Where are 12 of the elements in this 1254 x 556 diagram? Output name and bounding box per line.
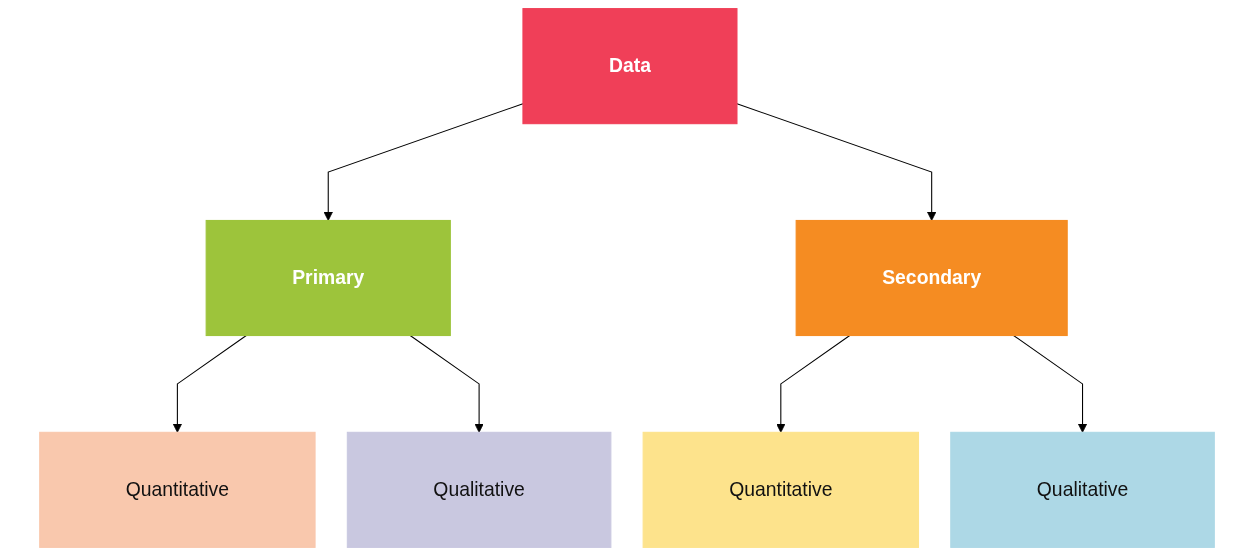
node-box: Qualitative [346,431,612,548]
arrow [172,335,247,433]
arrow [1013,335,1088,433]
arrow [736,103,937,221]
node-box: Data [522,8,738,125]
node-box: Qualitative [950,431,1215,548]
node-box: Secondary [795,219,1068,337]
node-box: Primary [205,219,451,337]
arrow [409,335,484,433]
node-box: Quantitative [39,431,316,548]
node-box: Quantitative [642,431,920,548]
arrow [776,335,851,433]
